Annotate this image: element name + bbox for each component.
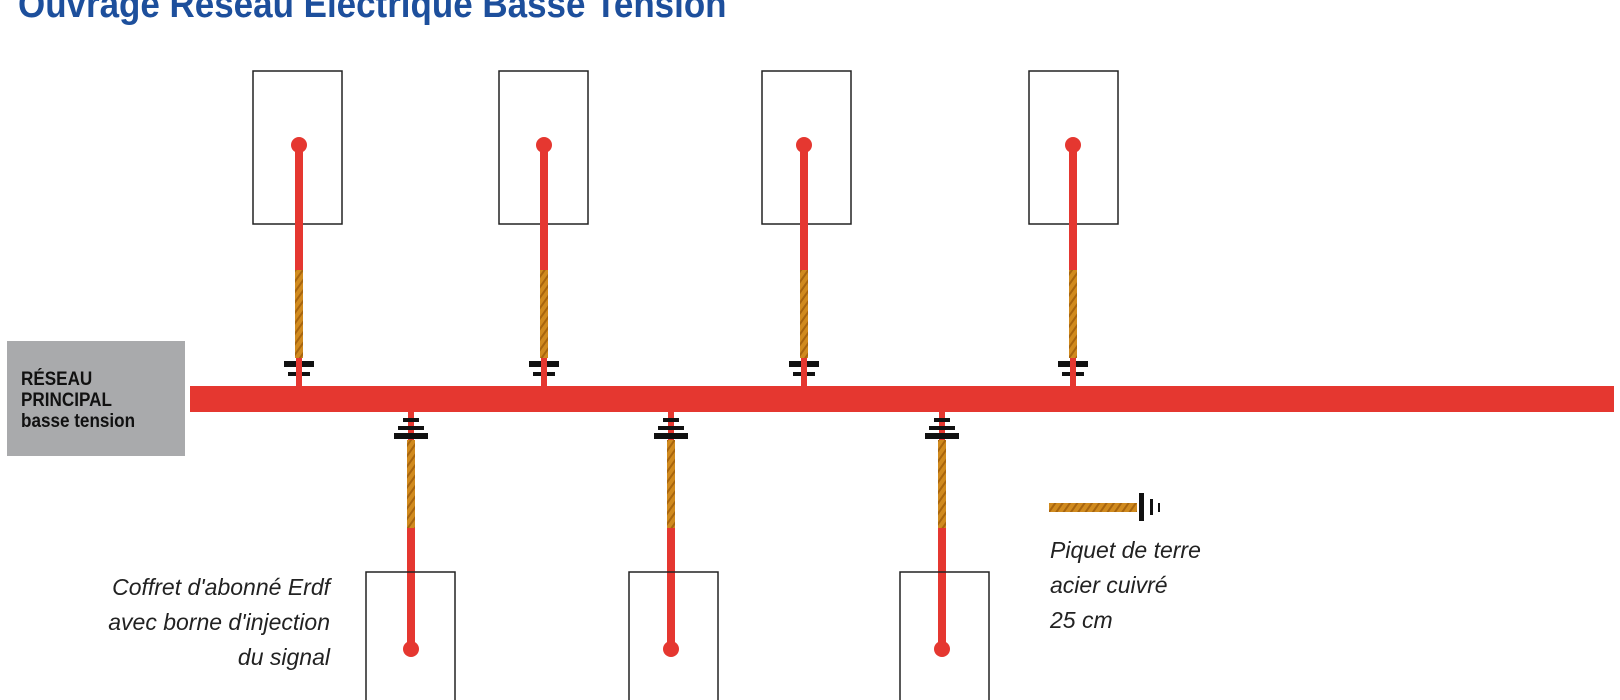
branch-cable [800,145,808,270]
ground-rod-legend-symbol [1049,493,1160,521]
subscriber-caption-line-2: avec borne d'injection [108,609,330,635]
bottom-branch-3 [899,408,990,700]
bottom-branch-1 [365,408,456,700]
ground-icon-bar-2 [1150,499,1153,515]
connector-stem [1070,358,1076,386]
main-network-label-line-2: PRINCIPAL [21,390,112,411]
subscriber-box [628,571,719,700]
top-branch-2 [498,70,589,386]
branch-cable [295,145,303,270]
main-network-label: RÉSEAU PRINCIPAL basse tension [7,341,185,456]
connector [934,418,950,422]
injection-terminal [796,137,812,153]
top-branch-4 [1028,70,1119,386]
branch-cable [407,528,415,649]
injection-terminal [934,641,950,657]
ground-icon [1139,493,1144,521]
connector-stem [801,358,807,386]
ground-rod [800,270,808,358]
top-branch-3 [761,70,852,386]
main-network-cable [190,386,1614,412]
connector [394,433,428,439]
branch-cable [938,528,946,649]
subscriber-box [899,571,990,700]
injection-terminal [663,641,679,657]
page-title: Ouvrage Réseau Electrique Basse Tension [18,0,727,26]
ground-rod-caption: Piquet de terre acier cuivré 25 cm [1050,533,1201,638]
connector [654,433,688,439]
connector-stem [668,408,674,440]
injection-terminal [536,137,552,153]
connector-stem [939,408,945,440]
subscriber-caption-line-3: du signal [237,644,330,670]
ground-rod [1069,270,1077,358]
connector [658,426,684,430]
connector-stem [408,408,414,440]
bottom-branch-2 [628,408,719,700]
connector-stem [296,358,302,386]
ground-rod [667,440,675,528]
ground-rod [938,440,946,528]
subscriber-box-caption: Coffret d'abonné Erdf avec borne d'injec… [108,570,330,675]
branch-cable [667,528,675,649]
connector [398,426,424,430]
ground-caption-line-1: Piquet de terre [1050,537,1201,563]
injection-terminal [291,137,307,153]
main-network-label-line-3: basse tension [21,411,136,432]
branch-cable [1069,145,1077,270]
ground-rod [540,270,548,358]
connector [663,418,679,422]
subscriber-caption-line-1: Coffret d'abonné Erdf [112,574,330,600]
subscriber-box [365,571,456,700]
ground-icon-bar-3 [1158,503,1160,512]
connector [403,418,419,422]
ground-rod [295,270,303,358]
main-network-label-line-1: RÉSEAU [21,369,93,390]
ground-rod [407,440,415,528]
injection-terminal [1065,137,1081,153]
connector [929,426,955,430]
connector [925,433,959,439]
ground-caption-line-2: acier cuivré [1050,572,1168,598]
connector-stem [541,358,547,386]
branch-cable [540,145,548,270]
top-branch-1 [252,70,343,386]
legend-ground-rod [1049,503,1137,512]
injection-terminal [403,641,419,657]
ground-caption-line-3: 25 cm [1050,607,1113,633]
